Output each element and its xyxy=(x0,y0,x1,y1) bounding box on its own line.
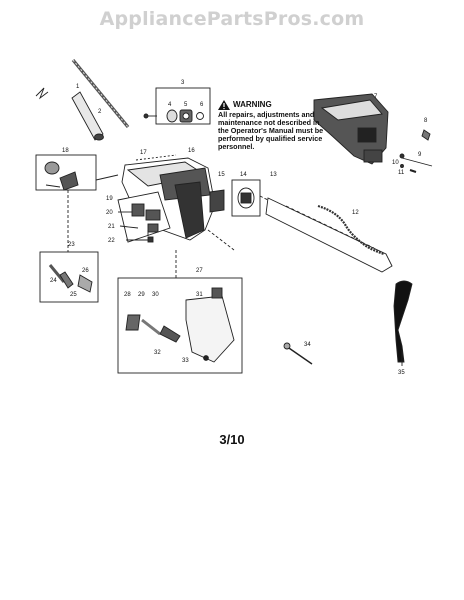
part-bolts xyxy=(118,211,154,243)
part-drive-shaft xyxy=(71,58,130,129)
part-chain xyxy=(317,204,385,256)
callout-5: 5 xyxy=(184,102,188,108)
callout-28: 28 xyxy=(124,292,131,298)
part-bar-nut-bolt xyxy=(399,129,433,173)
callout-34: 34 xyxy=(304,342,311,348)
callout-16: 16 xyxy=(188,148,195,154)
part-sprocket-plate xyxy=(209,179,261,217)
part-coupling-23 xyxy=(39,190,99,303)
warning-text: All repairs, adjustments and maintenance… xyxy=(218,110,324,152)
callout-11: 11 xyxy=(398,170,405,176)
callout-27: 27 xyxy=(196,268,203,274)
warning-notice: WARNING All repairs, adjustments and mai… xyxy=(218,100,330,151)
callout-3: 3 xyxy=(181,80,185,86)
part-coupling-18 xyxy=(35,154,119,191)
callout-29: 29 xyxy=(138,292,145,298)
callout-32: 32 xyxy=(154,350,161,356)
page-number-label: 3/10 xyxy=(219,432,245,447)
callout-17: 17 xyxy=(140,150,147,156)
callout-23: 23 xyxy=(68,242,75,248)
callout-12: 12 xyxy=(352,210,359,216)
callout-24: 24 xyxy=(50,278,57,284)
callout-4: 4 xyxy=(168,102,172,108)
warning-title: WARNING xyxy=(233,99,272,109)
part-side-cover xyxy=(117,191,171,243)
callout-26: 26 xyxy=(82,268,89,274)
callout-15: 15 xyxy=(218,172,225,178)
part-pole-shaft xyxy=(35,87,104,141)
watermark-text: AppliancePartsPros.com xyxy=(99,8,365,30)
callout-31: 31 xyxy=(196,292,203,298)
callout-1: 1 xyxy=(76,84,80,90)
callout-6: 6 xyxy=(200,102,204,108)
callout-35: 35 xyxy=(398,370,405,376)
part-oil-tank-box xyxy=(117,277,243,374)
part-guide-bar xyxy=(265,197,393,273)
part-shoulder-strap xyxy=(393,280,413,366)
warning-triangle-icon xyxy=(218,100,230,110)
callout-30: 30 xyxy=(152,292,159,298)
callout-33: 33 xyxy=(182,358,189,364)
part-motor-housing xyxy=(121,154,216,241)
callout-labels: 1 2 3 4 5 6 7 8 9 10 11 12 13 14 15 16 1… xyxy=(50,80,428,376)
callout-20: 20 xyxy=(106,210,113,216)
part-gear-assembly-box xyxy=(143,87,211,125)
callout-19: 19 xyxy=(106,196,113,202)
callout-8: 8 xyxy=(424,118,428,124)
callout-13: 13 xyxy=(270,172,277,178)
part-chain-cover xyxy=(313,93,389,165)
callout-22: 22 xyxy=(108,238,115,244)
callout-18: 18 xyxy=(62,148,69,154)
callout-25: 25 xyxy=(70,292,77,298)
callout-9: 9 xyxy=(418,152,422,158)
assembly-lines xyxy=(175,195,269,278)
callout-21: 21 xyxy=(108,224,115,230)
callout-14: 14 xyxy=(240,172,247,178)
callout-7: 7 xyxy=(374,94,378,100)
part-wrench xyxy=(283,342,313,365)
callout-10: 10 xyxy=(392,160,399,166)
callout-2: 2 xyxy=(98,109,102,115)
